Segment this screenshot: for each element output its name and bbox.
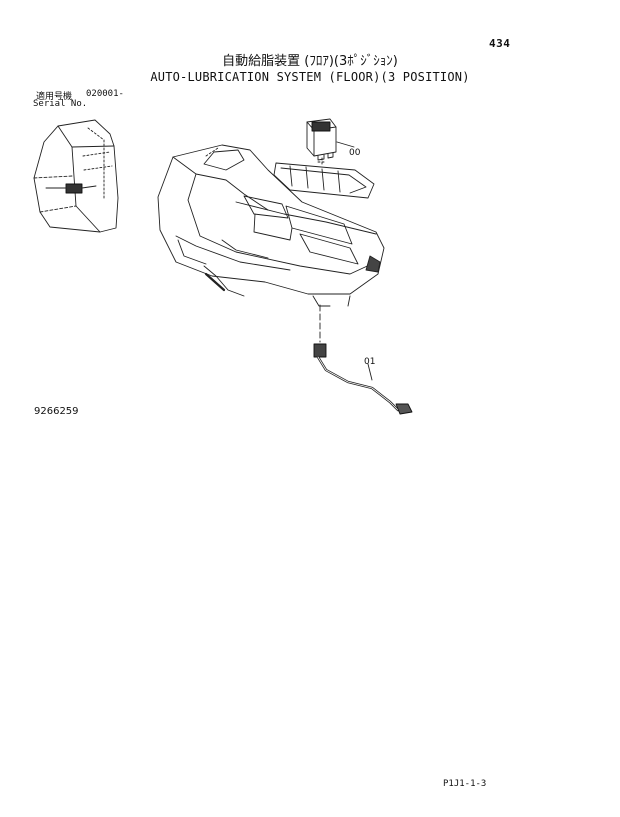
switch-part [306,118,355,161]
callout-switch: 00 [349,148,361,158]
footer-code: P1J1-1-3 [443,779,487,789]
serial-label-english: Serial No. [33,99,88,109]
floor-console-illustration [157,144,385,307]
switch-panel-part [273,157,375,199]
cab-overview-illustration [33,119,119,233]
drawing-code: 9266259 [34,406,79,417]
page-number: 434 [489,37,511,50]
serial-label-japanese: 適用号機 [36,92,73,102]
title-english: AUTO-LUBRICATION SYSTEM (FLOOR)(3 POSITI… [150,70,470,84]
harness-part [313,343,413,415]
callout-harness: 01 [364,357,375,367]
title-japanese: 自動給脂装置 (ﾌﾛｱ)(3ﾎﾟｼﾞｼｮﾝ) [222,54,398,69]
serial-value: 020001- [86,89,124,99]
